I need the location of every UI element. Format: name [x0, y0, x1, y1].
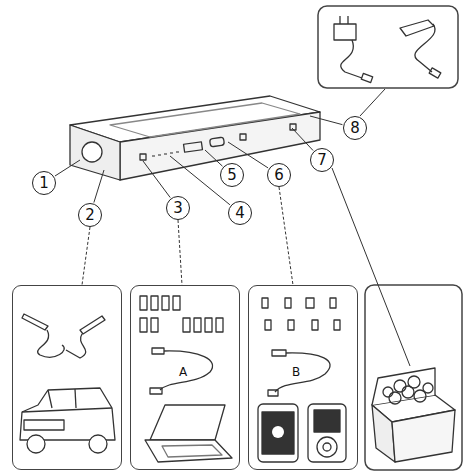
callout-text: 8	[350, 121, 360, 136]
lamp	[82, 142, 102, 162]
callout-number: 5	[220, 163, 244, 187]
accessory-panel	[318, 6, 458, 88]
callout-number: 3	[166, 196, 190, 220]
panel-label: B	[291, 366, 301, 378]
cooler-box	[372, 368, 455, 462]
callout-text: 3	[173, 201, 183, 216]
usb-port	[210, 137, 225, 147]
music-player	[308, 404, 346, 462]
car-illustration	[20, 388, 115, 453]
car-charger	[400, 20, 441, 78]
accessory-panel: B	[248, 285, 358, 470]
callout-text: 2	[85, 208, 95, 223]
phone-tips	[262, 298, 340, 330]
cooler-panel	[365, 285, 462, 470]
leader-line	[94, 170, 104, 203]
leader-connector	[82, 227, 90, 285]
leader-line	[205, 150, 222, 166]
callout-number: 4	[228, 201, 252, 225]
callout-text: 5	[227, 168, 237, 183]
cable-a	[150, 348, 213, 394]
cable-b	[268, 350, 330, 396]
led-row	[152, 152, 179, 156]
device-end	[70, 125, 120, 180]
callout-text: 7	[317, 153, 327, 168]
callout-number: 6	[267, 163, 291, 187]
callout-number: 2	[78, 203, 102, 227]
callout-number: 1	[32, 171, 56, 195]
callout-text: 1	[39, 176, 49, 191]
charger-adapter	[334, 16, 373, 83]
usb-port	[184, 142, 203, 152]
leader-line	[332, 168, 410, 366]
callout-text: 4	[235, 206, 245, 221]
leader-line	[310, 116, 342, 125]
callout-number: 7	[310, 148, 334, 172]
phone	[258, 404, 298, 462]
port	[240, 134, 246, 140]
leader-connector	[279, 187, 293, 285]
laptop	[145, 405, 232, 462]
leader-line	[360, 89, 385, 116]
panel-label: A	[178, 366, 188, 378]
device-panel	[110, 103, 300, 137]
leader-line	[292, 128, 313, 151]
accessory-panel: 电瓶夹子	[12, 285, 122, 470]
port	[140, 154, 146, 160]
accessory-panel: A	[130, 285, 240, 470]
leader-connector	[178, 220, 182, 285]
battery-clamps	[22, 314, 105, 358]
leader-line	[55, 160, 80, 176]
callout-text: 6	[274, 168, 284, 183]
leader-line	[143, 161, 170, 198]
callout-number: 8	[343, 116, 367, 140]
connector-tips	[140, 296, 223, 332]
